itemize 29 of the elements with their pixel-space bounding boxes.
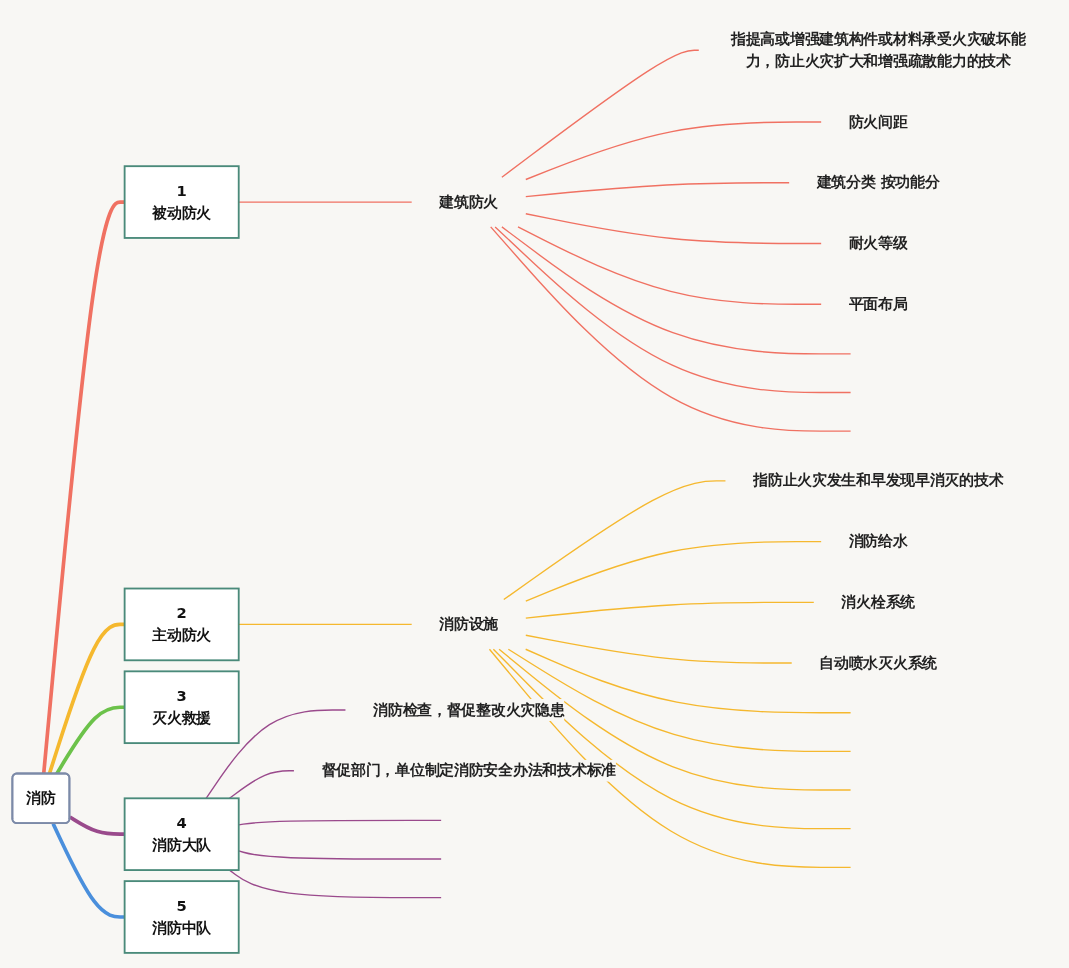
connector: [524, 121, 822, 181]
connector: [41, 200, 125, 775]
connector: [489, 226, 851, 433]
connector: [524, 213, 822, 245]
connector: [50, 823, 125, 920]
connector: [204, 709, 346, 800]
connector: [524, 634, 792, 665]
connector: [47, 622, 125, 775]
node-box: 2 主动防火: [123, 587, 240, 662]
connector: [68, 815, 125, 837]
connector: [228, 770, 295, 800]
connector: [228, 869, 442, 899]
node-box: 3 灭火救援: [123, 670, 240, 745]
connector: [524, 541, 822, 603]
connector: [488, 648, 851, 869]
node-box: 5 消防中队: [123, 880, 240, 955]
connector: [500, 226, 851, 355]
connector: [524, 648, 851, 714]
connector: [507, 648, 851, 753]
connector: [493, 226, 851, 394]
connector: [497, 648, 851, 792]
connector: [524, 182, 790, 198]
node-box: 1 被动防火: [123, 165, 240, 240]
node-box: 4 消防大队: [123, 797, 240, 872]
connector: [502, 480, 726, 601]
connector: [524, 602, 814, 620]
connector: [492, 648, 851, 830]
connector: [500, 49, 699, 179]
connector: [516, 226, 822, 306]
